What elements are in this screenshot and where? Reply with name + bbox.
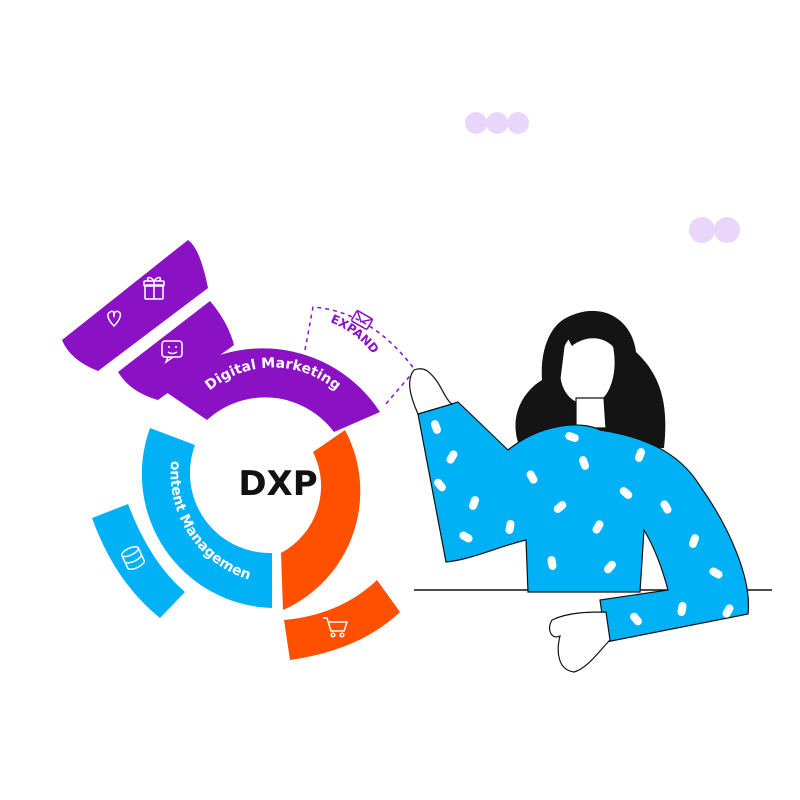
decorative-dots-right [689, 217, 740, 243]
segment-content-management [141, 428, 272, 608]
resting-hand [548, 611, 611, 673]
heart-icon [107, 310, 122, 328]
database-icon [121, 545, 145, 571]
sweater-pattern [430, 420, 734, 626]
outer-tile-commerce [284, 580, 400, 660]
expand-label: EXPAND [329, 312, 382, 356]
outer-tile-content [92, 504, 185, 618]
chat-smile-icon [161, 340, 183, 365]
outer-tile-top-marketing [62, 240, 208, 371]
decorative-dots-top [465, 112, 529, 134]
center-label: DXP [238, 464, 317, 504]
cart-icon [323, 617, 348, 638]
envelope-icon [351, 310, 373, 330]
segment-ecommerce [281, 430, 361, 610]
sweater [417, 401, 750, 643]
raised-hand [409, 368, 454, 415]
segment-digital-marketing [163, 348, 380, 432]
outer-tile-mid-marketing [118, 301, 234, 400]
woman-figure [409, 310, 750, 673]
gift-icon [143, 276, 165, 300]
